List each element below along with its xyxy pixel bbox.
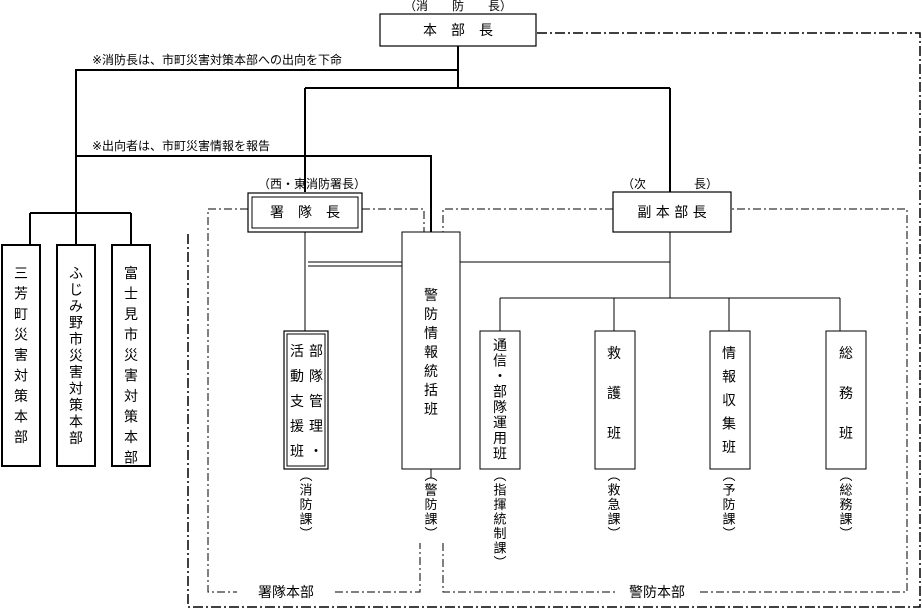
station-chief-box-inner <box>251 196 359 229</box>
municipal-box-3 <box>111 244 151 467</box>
chief-box <box>379 13 537 47</box>
station-chief-title: 署 隊 長 <box>270 205 340 221</box>
unit-label: 総務班 <box>839 346 853 442</box>
municipal-label: 三芳町災害対策本部 <box>14 266 28 446</box>
dept-label: ︵消防課︶ <box>299 469 312 542</box>
support-unit-box-outer <box>283 330 329 470</box>
municipal-label: ふじみ野市災害対策本部 <box>69 266 83 447</box>
report-note: ※出向者は、市町災害情報を報告 <box>92 138 270 153</box>
unit-label-col: 活動支援班 <box>290 344 304 460</box>
rescue-unit-box <box>594 330 636 470</box>
info-control-box <box>401 231 461 470</box>
connector-lines <box>29 46 671 245</box>
defense-hq-boundary <box>442 208 908 593</box>
unit-label: 通信・部隊運用班 <box>493 338 507 463</box>
dept-label: ︵総務課︶ <box>839 469 852 542</box>
support-unit-box-inner <box>286 333 326 467</box>
deputy-title: 副 本 部 長 <box>637 205 706 221</box>
municipal-box-2 <box>56 244 96 467</box>
chief-title: 本 部 長 <box>423 23 493 39</box>
headquarters-boundary <box>187 32 921 608</box>
dept-label: ︵警防課︶ <box>424 469 437 542</box>
dept-label: ︵救急課︶ <box>607 469 620 542</box>
station-chief-role: （西・東消防署長） <box>258 176 366 191</box>
unit-label: 救護班 <box>607 346 621 442</box>
municipal-box-1 <box>1 244 41 467</box>
chief-role: （消 防 長） <box>404 0 512 13</box>
deputy-role: （次 長） <box>622 177 718 191</box>
defense-hq-label: 警防本部 <box>629 585 685 601</box>
intel-unit-box <box>709 330 751 470</box>
unit-label: 警防情報統括班 <box>424 288 438 418</box>
dept-label: ︵指揮統制課︶ <box>493 469 506 571</box>
unit-connectors <box>304 232 841 478</box>
station-hq-boundary <box>207 208 425 593</box>
comm-unit-box <box>479 330 521 470</box>
unit-label-col: 部隊管理・ <box>309 344 323 460</box>
order-note: ※消防長は、市町災害対策本部への出向を下命 <box>92 52 342 67</box>
station-hq-label: 署隊本部 <box>258 585 314 601</box>
station-chief-box-outer <box>247 192 363 233</box>
unit-label: 情報収集班 <box>722 346 736 456</box>
general-unit-box <box>825 330 867 470</box>
municipal-label: 富士見市災害対策本部 <box>124 265 138 467</box>
dept-label: ︵予防課︶ <box>722 469 735 542</box>
deputy-box <box>612 191 732 233</box>
